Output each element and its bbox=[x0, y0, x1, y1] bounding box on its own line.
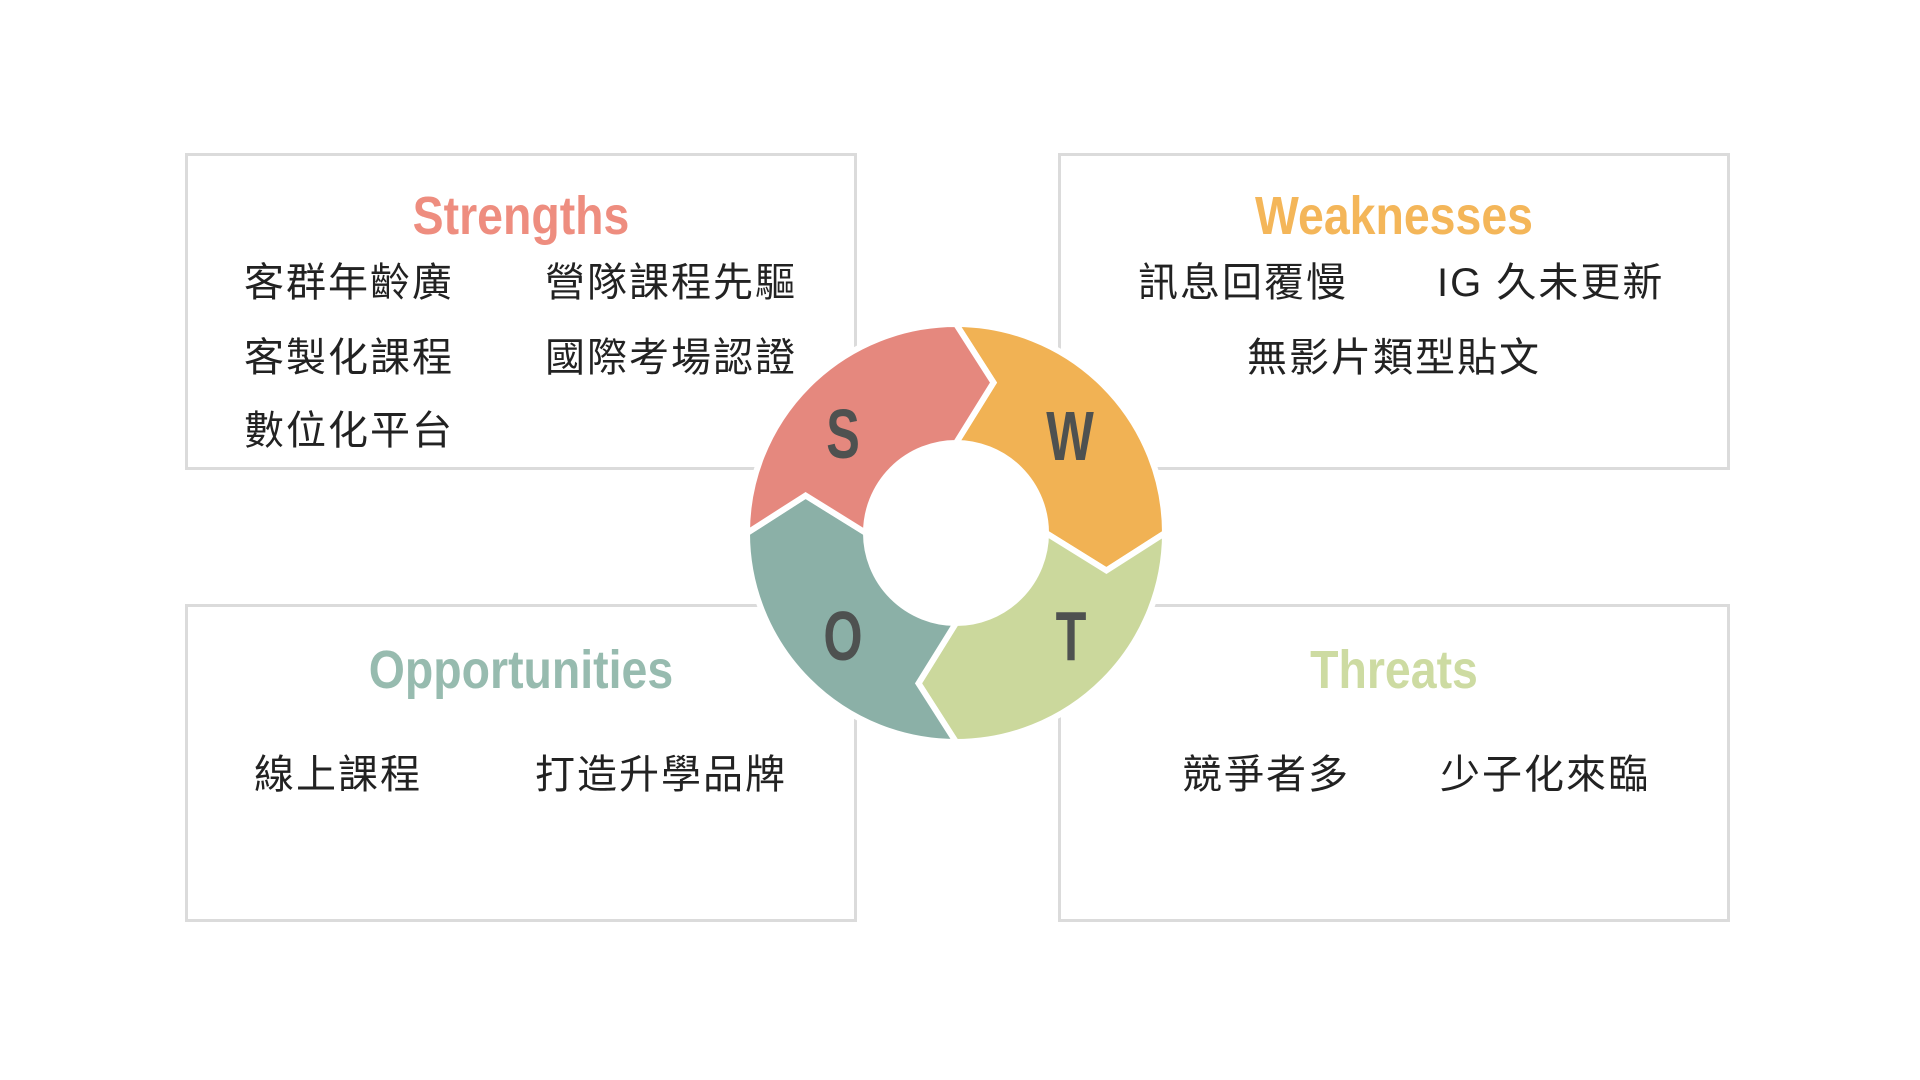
strength-item: 客製化課程 bbox=[244, 336, 454, 380]
swot-wheel-diagram: S W O T bbox=[716, 293, 1196, 773]
weakness-item: 訊息回覆慢 bbox=[1138, 261, 1348, 305]
wheel-center-hole bbox=[866, 443, 1046, 623]
opportunity-item: 線上課程 bbox=[254, 753, 422, 797]
strengths-box: Strengths 客群年齡廣 營隊課程先驅 客製化課程 國際考場認證 數位化平… bbox=[185, 153, 857, 470]
strength-item: 數位化平台 bbox=[244, 409, 454, 453]
wheel-letter-s: S bbox=[826, 395, 860, 473]
wheel-letter-t: T bbox=[1056, 597, 1087, 675]
weaknesses-box: Weaknesses 訊息回覆慢 IG 久未更新 無影片類型貼文 bbox=[1058, 153, 1730, 470]
opportunities-box: Opportunities 線上課程 打造升學品牌 bbox=[185, 604, 857, 922]
strength-item: 客群年齡廣 bbox=[244, 261, 454, 305]
strength-item: 營隊課程先驅 bbox=[545, 261, 797, 305]
weaknesses-title: Weaknesses bbox=[1255, 186, 1533, 246]
weakness-item: 無影片類型貼文 bbox=[1247, 336, 1541, 380]
opportunity-item: 打造升學品牌 bbox=[535, 753, 787, 797]
wheel-letter-o: O bbox=[823, 597, 862, 675]
opportunities-title: Opportunities bbox=[368, 640, 674, 700]
threat-item: 少子化來臨 bbox=[1440, 753, 1650, 797]
strengths-title: Strengths bbox=[412, 186, 630, 246]
threat-item: 競爭者多 bbox=[1182, 753, 1350, 797]
threats-title: Threats bbox=[1310, 640, 1478, 700]
threats-box: Threats 競爭者多 少子化來臨 bbox=[1058, 604, 1730, 922]
wheel-letter-w: W bbox=[1046, 397, 1094, 475]
weakness-item: IG 久未更新 bbox=[1437, 261, 1665, 305]
strength-item: 國際考場認證 bbox=[545, 336, 797, 380]
